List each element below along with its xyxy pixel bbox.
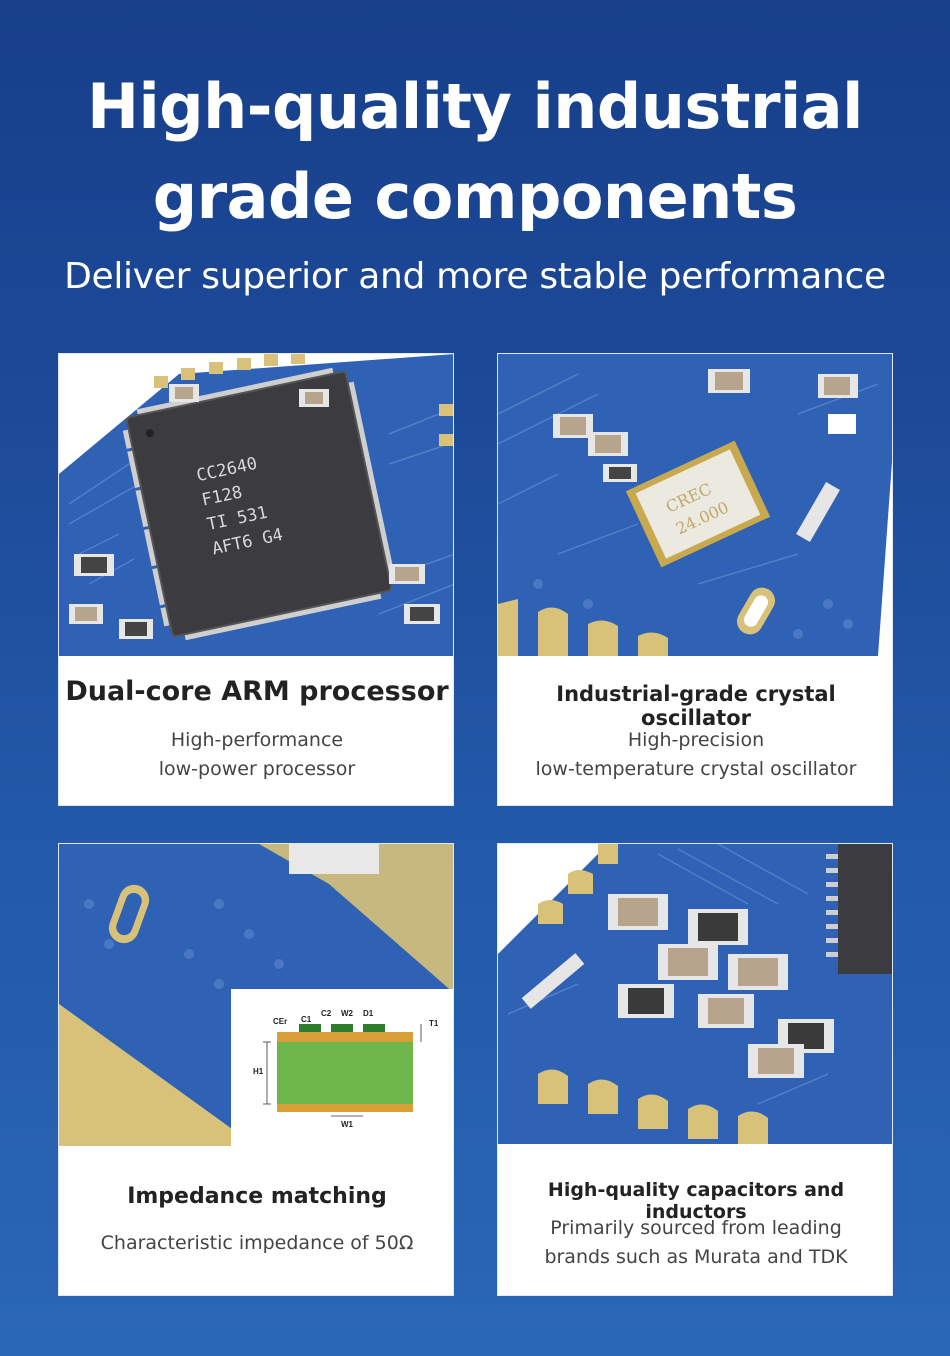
card-description: Primarily sourced from leading brands su… — [498, 1214, 892, 1272]
page-title-line2: grade components — [152, 160, 798, 233]
diagram-label-w1: W1 — [341, 1120, 354, 1129]
diagram-label-cer: CEr — [273, 1017, 287, 1026]
card-description-line1: High-precision — [627, 729, 765, 751]
diagram-label-h1: H1 — [253, 1067, 264, 1076]
card-description-line1: Primarily sourced from leading — [550, 1217, 842, 1239]
processor-chip-image: CC2640 F128 TI 531 AFT6 G4 — [59, 354, 453, 656]
impedance-diagram: CEr C1 C2 W2 D1 T1 H1 W1 — [231, 989, 453, 1146]
diagram-label-c1: C1 — [301, 1015, 312, 1024]
card-description-line1: Characteristic impedance of 50Ω — [100, 1232, 414, 1254]
diagram-label-t1: T1 — [429, 1019, 439, 1028]
page-subtitle: Deliver superior and more stable perform… — [64, 256, 886, 297]
card-description-line2: low-temperature crystal oscillator — [535, 758, 857, 780]
card-description-line2: low-power processor — [158, 758, 356, 780]
smd-components — [69, 384, 440, 639]
smd-components — [521, 894, 834, 1078]
card-title: Dual-core ARM processor — [65, 676, 449, 707]
card-description: Characteristic impedance of 50Ω — [59, 1229, 453, 1258]
feature-card-impedance-matching: CEr C1 C2 W2 D1 T1 H1 W1 Impedance match… — [58, 843, 454, 1296]
diagram-label-d1: D1 — [363, 1009, 374, 1018]
card-title: High-quality capacitors and inductors — [547, 1179, 845, 1223]
page-title-line1: High-quality industrial — [87, 70, 863, 143]
card-description-line1: High-performance — [170, 729, 344, 751]
header: High-quality industrial grade components… — [0, 0, 950, 340]
card-title: Impedance matching — [127, 1184, 387, 1209]
diagram-label-c2: C2 — [321, 1009, 332, 1018]
card-title: Industrial-grade crystal oscillator — [556, 682, 836, 730]
card-description-line2: brands such as Murata and TDK — [544, 1246, 848, 1268]
card-description: High-precision low-temperature crystal o… — [498, 726, 892, 784]
capacitors-inductors-image — [498, 844, 892, 1144]
feature-card-processor: CC2640 F128 TI 531 AFT6 G4 Dual-core ARM… — [58, 353, 454, 806]
diagram-label-w2: W2 — [341, 1009, 354, 1018]
smd-components — [553, 369, 858, 542]
feature-card-capacitors-inductors: High-quality capacitors and inductors Pr… — [497, 843, 893, 1296]
impedance-matching-image: CEr C1 C2 W2 D1 T1 H1 W1 — [59, 844, 453, 1146]
card-description: High-performance low-power processor — [59, 726, 453, 784]
page-title: High-quality industrial grade components — [0, 62, 950, 242]
feature-card-crystal-oscillator: CREC 24.000 Industrial-grade crystal osc… — [497, 353, 893, 806]
crystal-oscillator-image: CREC 24.000 — [498, 354, 892, 656]
